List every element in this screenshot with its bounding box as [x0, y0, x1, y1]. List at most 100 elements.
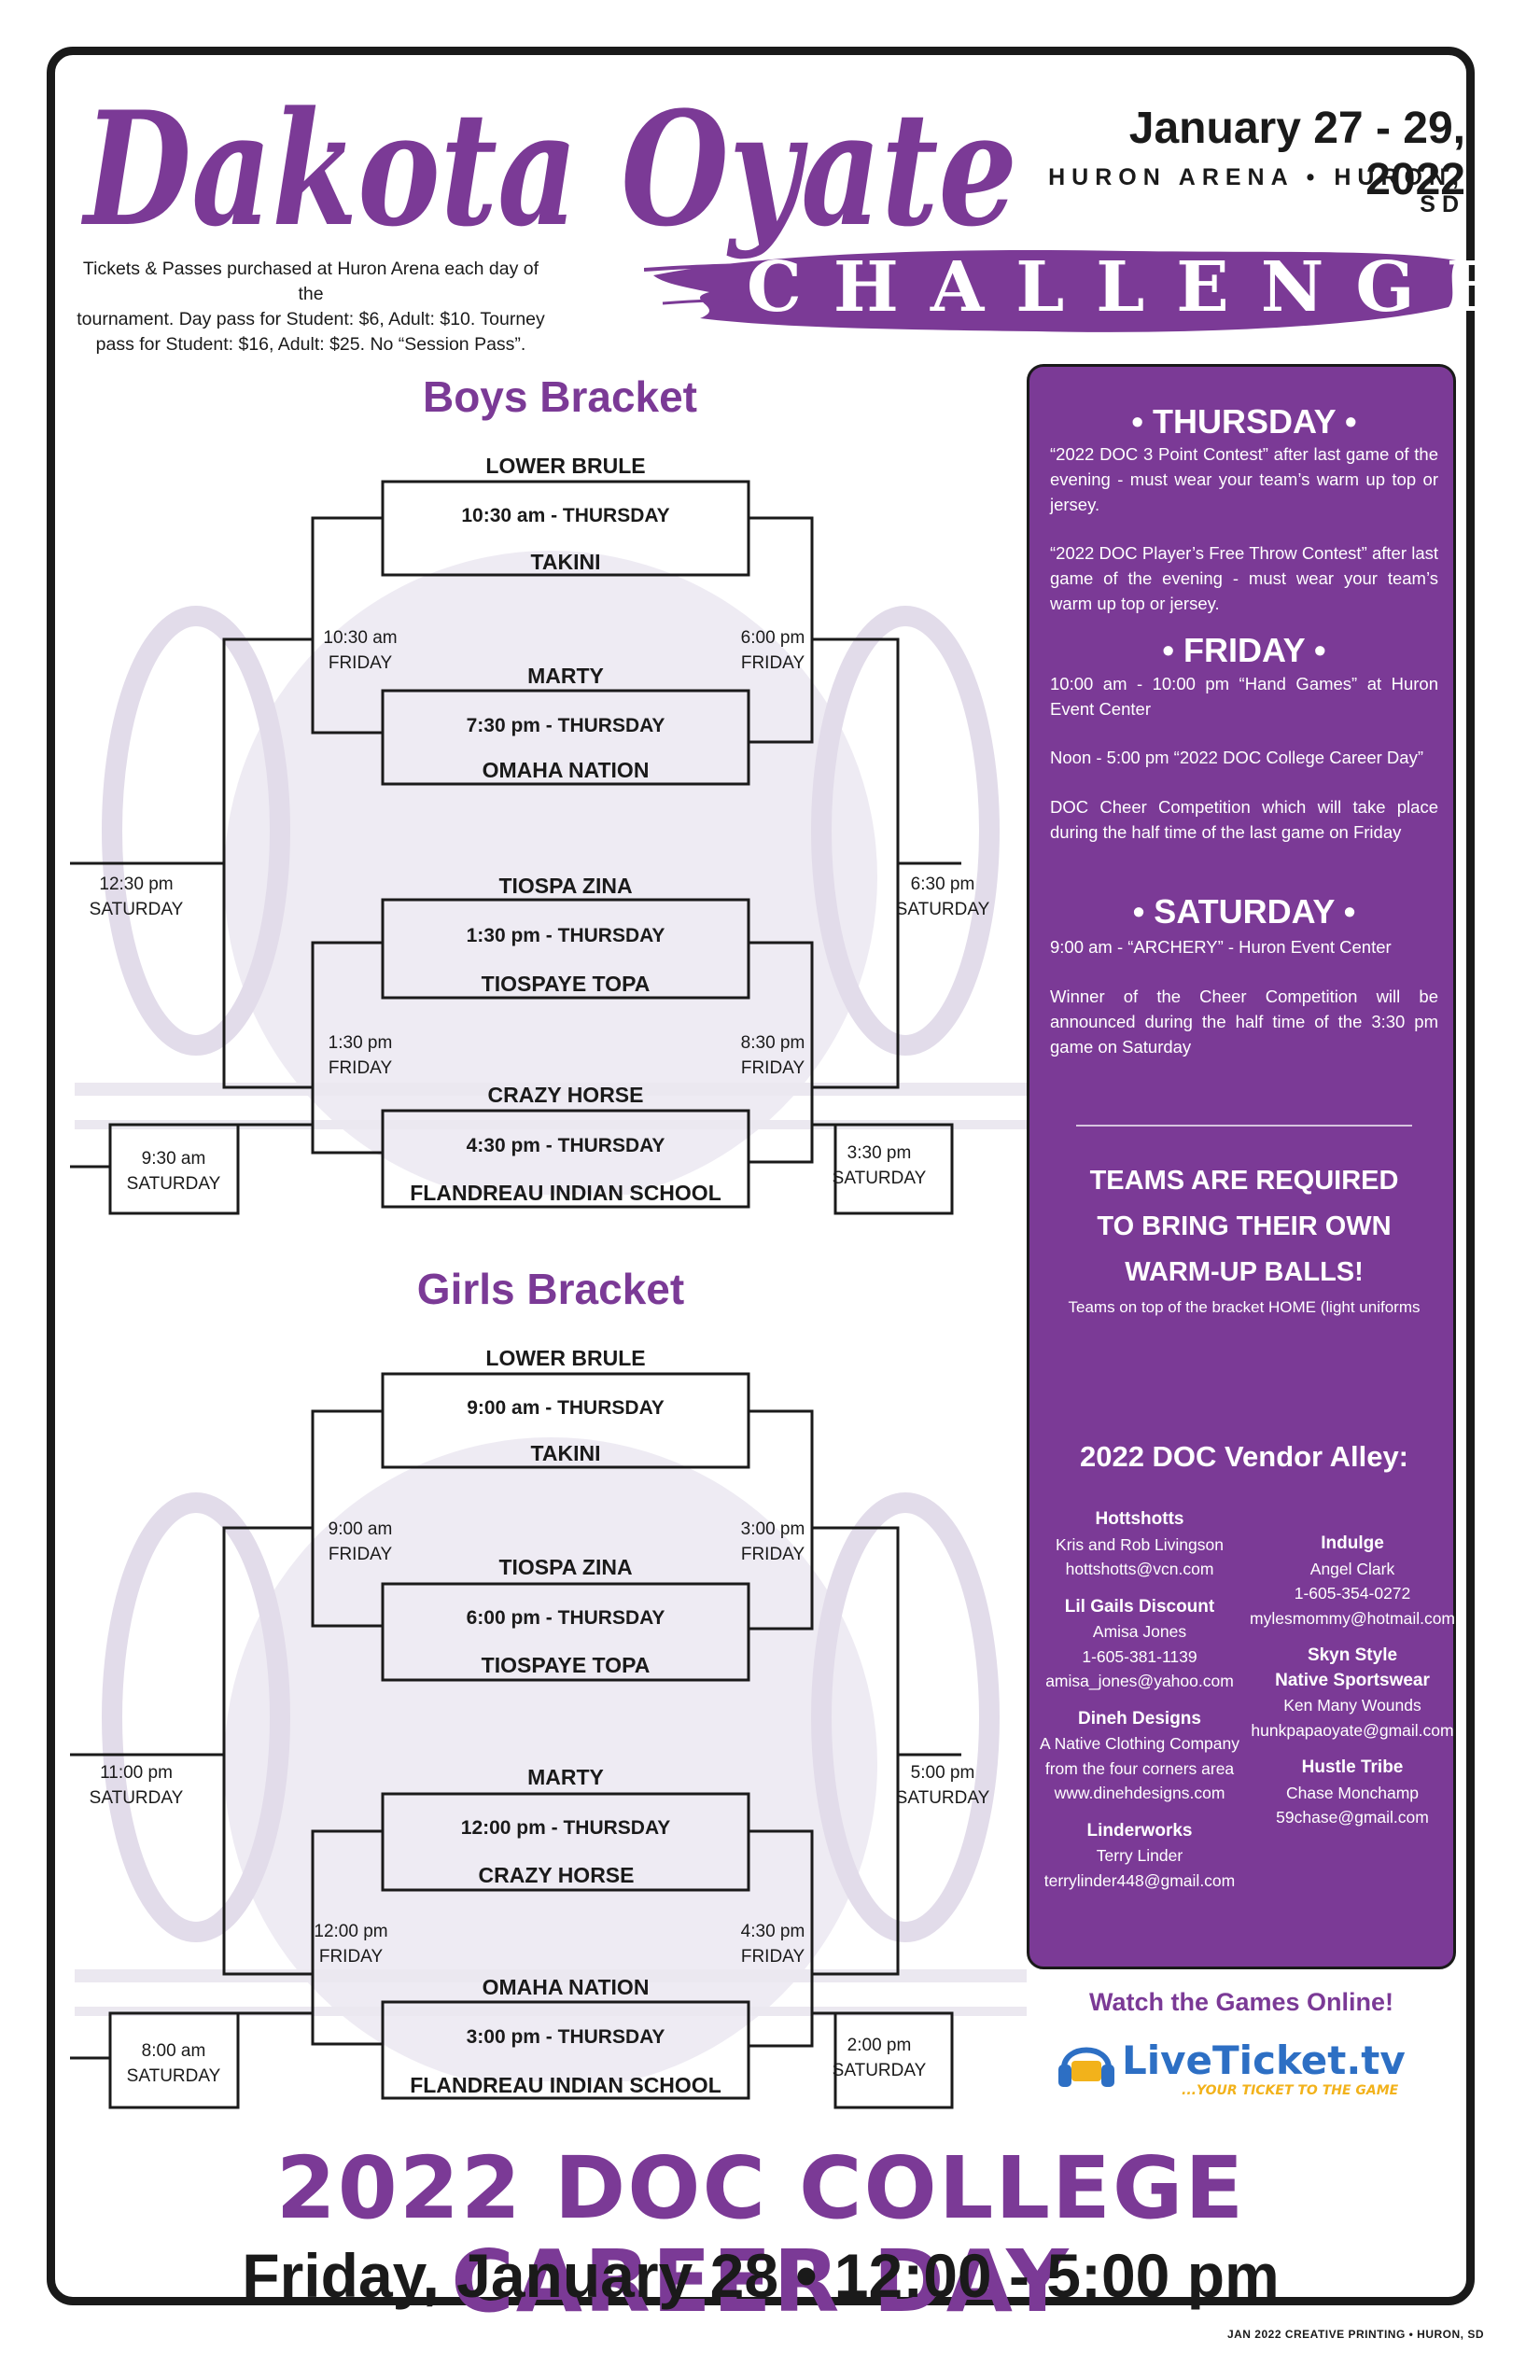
boys-game1-top-team: LOWER BRULE: [485, 454, 646, 478]
girls-game4-top-team: OMAHA NATION: [482, 1975, 650, 1999]
friday-event-3: DOC Cheer Competition which will take pl…: [1050, 797, 1438, 842]
day-line: FRIDAY: [740, 1058, 805, 1078]
girls-game2-top-team: TIOSPA ZINA: [498, 1555, 633, 1579]
time-line: 12:00 pm: [314, 1922, 388, 1941]
girls-bracket-title: Girls Bracket: [416, 1265, 685, 1313]
time-line: 9:30 am: [141, 1149, 206, 1169]
boys-game2-top-team: MARTY: [527, 664, 604, 688]
vendor-detail: Ken Many Wounds: [1283, 1696, 1421, 1715]
girls-game3-bottom-team: CRAZY HORSE: [478, 1863, 635, 1887]
time-line: 2:00 pm: [847, 2036, 912, 2055]
vendor-detail: hunkpapaoyate@gmail.com: [1251, 1720, 1454, 1740]
girls-left-final-time: 11:00 pm SATURDAY: [80, 1760, 192, 1811]
career-day-banner: 2022 DOC COLLEGE CAREER DAY: [275, 2138, 1246, 2331]
boys-game4-bottom-team: FLANDREAU INDIAN SCHOOL: [410, 1181, 721, 1205]
logo-title-text: Dakota Oyate: [81, 77, 1017, 261]
day-line: SATURDAY: [126, 1174, 221, 1194]
vendor-name: Native Sportswear: [1275, 1670, 1430, 1690]
time-line: 3:30 pm: [847, 1143, 912, 1163]
day-line: FRIDAY: [740, 1947, 805, 1967]
vendor-detail: mylesmommy@hotmail.com: [1250, 1608, 1456, 1628]
vendor-name: Dineh Designs: [1078, 1708, 1201, 1729]
vendor-detail: amisa_jones@yahoo.com: [1045, 1672, 1234, 1690]
day-line: SATURDAY: [89, 1788, 184, 1808]
career-day-date: Friday, January 28 • 12:00 - 5:00 pm: [242, 2241, 1280, 2310]
girls-right-semifinal-b-time: 4:30 pm FRIDAY: [717, 1919, 829, 1969]
girls-right-semifinal-a-time: 3:00 pm FRIDAY: [717, 1517, 829, 1567]
boys-game3-time: 1:30 pm - THURSDAY: [466, 925, 665, 946]
boys-bracket-title: Boys Bracket: [422, 372, 698, 421]
liveticket-logo: LiveTicket.tv ...YOUR TICKET TO THE GAME: [1058, 2037, 1406, 2098]
thursday-event-1: “2022 DOC 3 Point Contest” after last ga…: [1050, 444, 1438, 514]
vendor-alley-title: 2022 DOC Vendor Alley:: [1079, 1440, 1409, 1473]
vendor-name: Lil Gails Discount: [1064, 1596, 1215, 1617]
warmup-ball-notice: TEAMS ARE REQUIRED TO BRING THEIR OWN WA…: [1029, 1158, 1459, 1295]
vendor-detail: Amisa Jones: [1092, 1622, 1187, 1641]
boys-game1-time: 10:30 am - THURSDAY: [461, 505, 670, 526]
boys-game1-bottom-team: TAKINI: [530, 550, 601, 574]
logo-tagline: ...YOUR TICKET TO THE GAME: [1182, 2083, 1399, 2098]
watermark-girls: [75, 1437, 1027, 2081]
ticket-info-line: pass for Student: $16, Adult: $25. No “S…: [95, 334, 526, 355]
vendor-detail: 59chase@gmail.com: [1276, 1808, 1429, 1827]
friday-heading: • FRIDAY •: [1162, 631, 1326, 669]
schedule-panel: • THURSDAY • “2022 DOC 3 Point Contest” …: [1027, 364, 1456, 1969]
saturday-event-2: Winner of the Cheer Competition will be …: [1050, 987, 1438, 1057]
vendor-name: Hustle Tribe: [1301, 1757, 1404, 1777]
boys-left-semifinal-b-time: 1:30 pm FRIDAY: [304, 1030, 416, 1081]
time-line: 11:00 pm: [100, 1763, 173, 1783]
boys-left-final-time: 12:30 pm SATURDAY: [80, 872, 192, 922]
vendor-detail: Chase Monchamp: [1285, 1783, 1420, 1802]
vendor-column-left: Hottshotts Kris and Rob Livingson hottsh…: [1037, 1507, 1242, 1893]
notice-line: TO BRING THEIR OWN: [1097, 1211, 1392, 1241]
girls-bracket-lines: [70, 1372, 961, 2109]
boys-game4-time: 4:30 pm - THURSDAY: [466, 1135, 665, 1156]
vendor-detail: hottshotts@vcn.com: [1065, 1560, 1214, 1578]
time-line: 12:30 pm: [99, 875, 174, 894]
day-line: FRIDAY: [318, 1947, 384, 1967]
ticket-info-line: Tickets & Passes purchased at Huron Aren…: [82, 259, 539, 304]
day-line: FRIDAY: [328, 1058, 393, 1078]
time-line: 6:00 pm: [740, 628, 805, 648]
girls-game1-time: 9:00 am - THURSDAY: [467, 1397, 665, 1419]
vendor-name: Indulge: [1321, 1533, 1384, 1553]
vendor-detail: Terry Linder: [1096, 1846, 1183, 1865]
girls-game3-top-team: MARTY: [527, 1765, 604, 1789]
notice-line: TEAMS ARE REQUIRED: [1089, 1166, 1399, 1196]
time-line: 8:30 pm: [740, 1033, 805, 1053]
vendor-detail: Kris and Rob Livingson: [1056, 1534, 1224, 1554]
day-line: FRIDAY: [740, 653, 805, 673]
girls-game1-bottom-team: TAKINI: [530, 1441, 601, 1465]
thursday-event-2: “2022 DOC Player’s Free Throw Contest” a…: [1050, 543, 1438, 613]
challenge-heading: CHALLENGE: [747, 247, 1531, 328]
day-line: SATURDAY: [832, 2061, 927, 2080]
ticket-info: Tickets & Passes purchased at Huron Aren…: [73, 257, 549, 357]
event-venue: HURON ARENA • HURON, SD: [1048, 164, 1465, 217]
girls-game4-bottom-team: FLANDREAU INDIAN SCHOOL: [410, 2073, 721, 2097]
day-line: SATURDAY: [89, 900, 184, 919]
vendor-detail: from the four corners area: [1044, 1758, 1235, 1778]
thursday-heading: • THURSDAY •: [1131, 402, 1357, 441]
watch-online-heading: Watch the Games Online!: [1088, 1988, 1394, 2016]
vendor-name: Skyn Style: [1307, 1645, 1398, 1665]
vendor-detail: 1-605-354-0272: [1294, 1584, 1411, 1603]
time-line: 9:00 am: [328, 1519, 393, 1539]
day-line: FRIDAY: [740, 1545, 805, 1564]
boys-right-semifinal-b-time: 8:30 pm FRIDAY: [717, 1030, 829, 1081]
vendor-detail: Angel Clark: [1309, 1559, 1395, 1578]
boys-game2-time: 7:30 pm - THURSDAY: [466, 715, 665, 736]
girls-right-consolation-time: 2:00 pm SATURDAY: [823, 2033, 935, 2083]
boys-right-semifinal-a-time: 6:00 pm FRIDAY: [717, 625, 829, 676]
event-dates: January 27 - 29, 2022: [1128, 104, 1465, 204]
ticket-info-line: tournament. Day pass for Student: $6, Ad…: [77, 309, 545, 329]
printer-credit: JAN 2022 CREATIVE PRINTING • HURON, SD: [1226, 2328, 1484, 2341]
boys-game2-bottom-team: OMAHA NATION: [482, 758, 650, 782]
time-line: 4:30 pm: [740, 1922, 805, 1941]
time-line: 3:00 pm: [740, 1519, 805, 1539]
time-line: 1:30 pm: [328, 1033, 393, 1053]
vendor-detail: 1-605-381-1139: [1082, 1646, 1197, 1666]
boys-game3-top-team: TIOSPA ZINA: [498, 874, 633, 898]
